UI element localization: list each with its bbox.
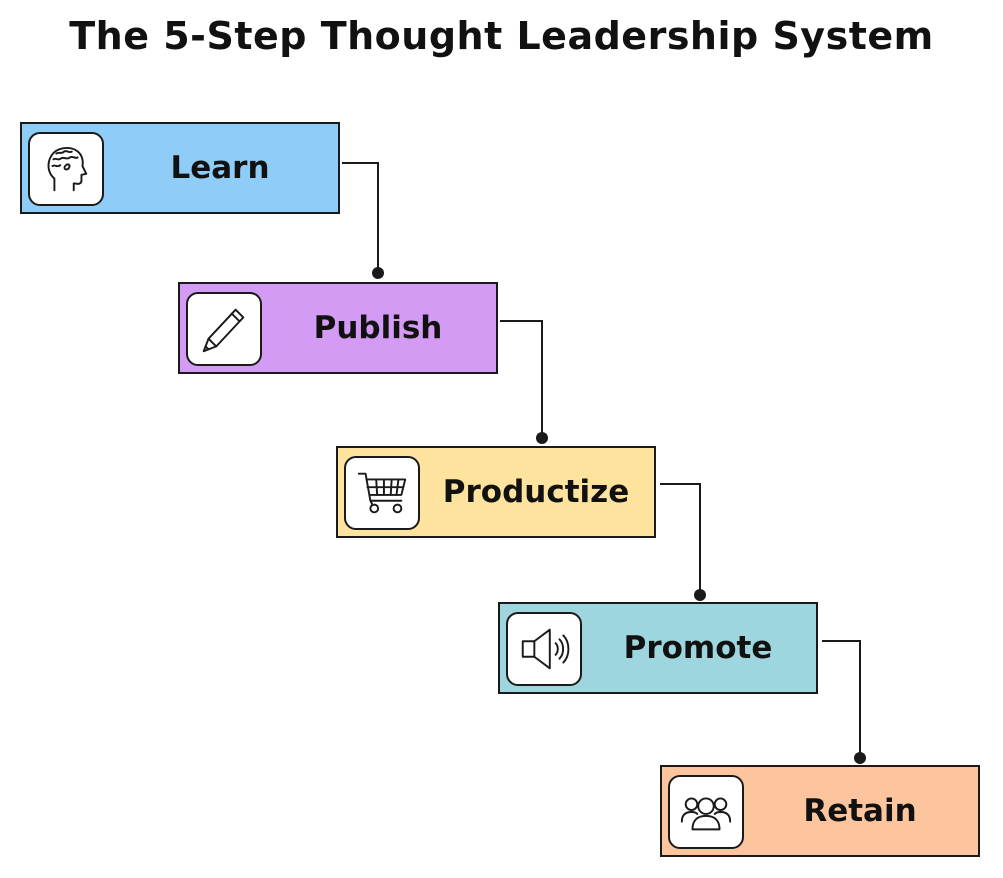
speaker-icon [506, 612, 582, 686]
connector-dot [536, 432, 548, 444]
step-label: Promote [623, 630, 773, 666]
step-label: Productize [442, 474, 630, 510]
connector-learn-publish [342, 162, 379, 273]
step-promote: Promote [498, 602, 818, 694]
shopping-cart-icon [344, 456, 420, 530]
connector-publish-productize [500, 320, 543, 438]
pencil-icon [186, 292, 262, 366]
connector-dot [372, 267, 384, 279]
step-label: Retain [803, 793, 917, 829]
connector-productize-promote [660, 483, 701, 595]
head-profile-icon [28, 132, 104, 206]
step-learn: Learn [20, 122, 340, 214]
users-group-icon [668, 775, 744, 849]
connector-dot [854, 752, 866, 764]
connector-dot [694, 589, 706, 601]
step-retain: Retain [660, 765, 980, 857]
step-label: Learn [170, 150, 270, 186]
step-publish: Publish [178, 282, 498, 374]
step-productize: Productize [336, 446, 656, 538]
diagram-title: The 5-Step Thought Leadership System [69, 14, 934, 58]
step-label: Publish [313, 310, 443, 346]
connector-promote-retain [822, 640, 861, 758]
